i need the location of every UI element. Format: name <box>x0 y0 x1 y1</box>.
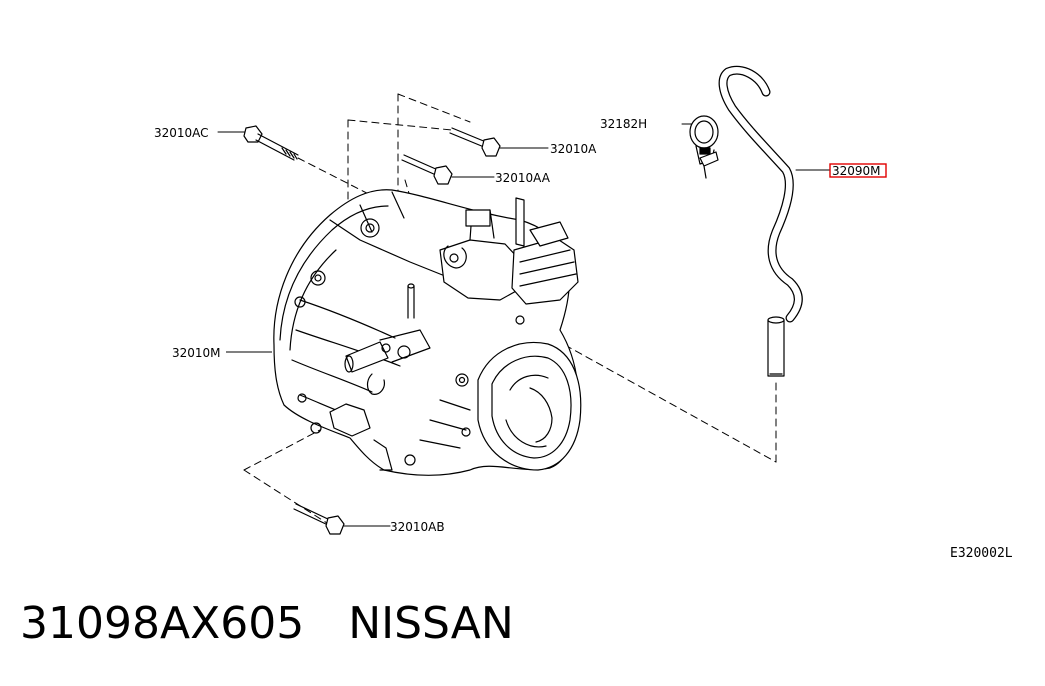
transmission-case-32010m <box>273 189 582 476</box>
bolt-32010a <box>449 127 549 157</box>
highlight-box <box>829 163 887 178</box>
label-32010ab: 32010AB <box>390 520 445 534</box>
breather-tube <box>718 65 831 377</box>
label-32010m: 32010M <box>172 346 221 360</box>
bolt-32010ab <box>293 503 391 535</box>
diagram-reference-code: E320002L <box>950 546 1013 561</box>
label-32182h: 32182H <box>600 117 647 131</box>
part-labels: 32010AC 32010A 32010AA 32010M 32010AB 32… <box>154 117 1013 561</box>
part-caption: 31098AX605 NISSAN <box>20 598 514 649</box>
label-32090m: 32090M <box>832 164 881 178</box>
label-32010a: 32010A <box>550 142 597 156</box>
hose-clamp-32182h <box>681 115 719 179</box>
label-32010aa: 32010AA <box>495 171 551 185</box>
brand-name: NISSAN <box>348 598 514 649</box>
part-number: 31098AX605 <box>20 598 305 649</box>
label-32010ac: 32010AC <box>154 126 209 140</box>
bolt-32010aa <box>401 154 495 185</box>
bolt-32010ac <box>217 125 299 161</box>
